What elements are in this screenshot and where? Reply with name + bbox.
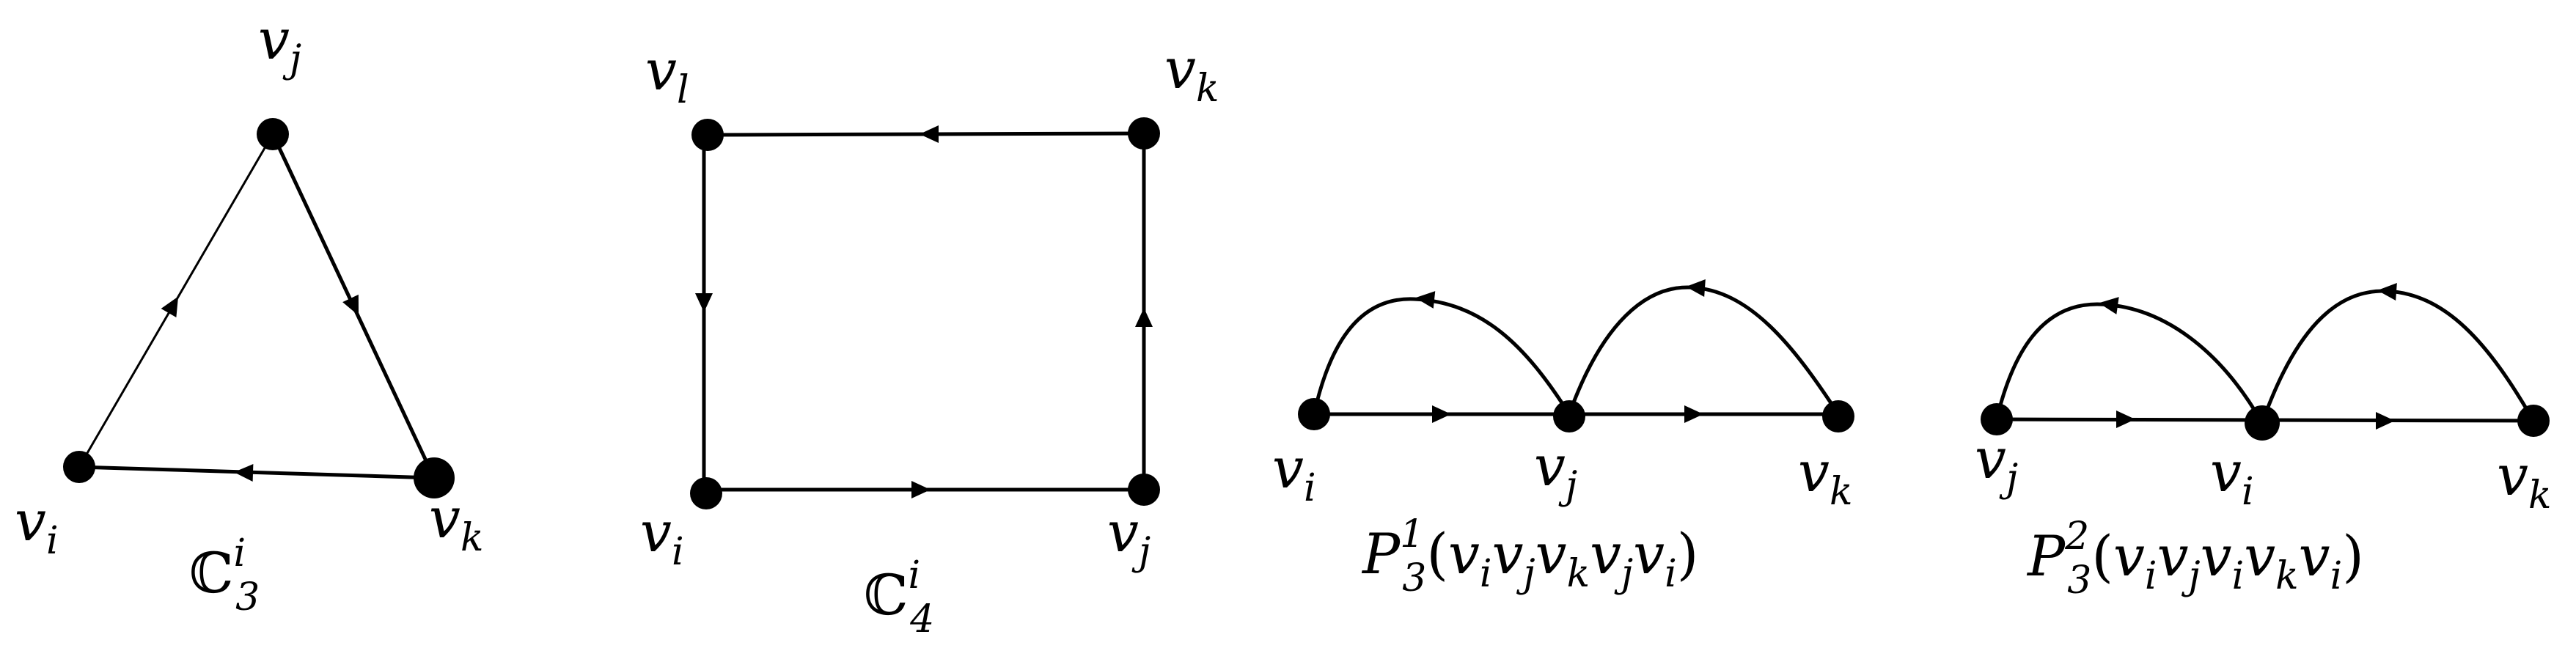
node-vk (1128, 117, 1160, 150)
node-vj (1128, 474, 1160, 506)
node-vj (1981, 403, 2013, 435)
label-vj: vj (1975, 426, 2018, 501)
node-vi (63, 451, 95, 483)
node-vl (691, 119, 724, 151)
label-vj: vj (1534, 433, 1577, 508)
arrow-head (2099, 297, 2119, 314)
label-vk: vk (1164, 36, 1219, 111)
label-vj: vj (1107, 499, 1151, 574)
edge-arc-vk-vi (2260, 289, 2536, 424)
node-vi (1298, 398, 1330, 430)
label-vi: vi (1272, 435, 1316, 510)
label-vi: vi (640, 499, 684, 574)
arrow-head (1684, 405, 1703, 423)
arrow-head (911, 481, 931, 498)
edge-arc-vi-vj (1995, 302, 2264, 424)
node-vj (257, 118, 289, 150)
label-vk: vk (1798, 439, 1852, 514)
node-vi (690, 477, 722, 509)
edge-arc-vj-vi (1312, 297, 1571, 416)
edge-vk-vi (78, 465, 435, 480)
node-vk (2517, 405, 2550, 437)
arrow-head (2376, 412, 2395, 430)
node-vk (414, 457, 455, 498)
arrow-head (161, 296, 179, 318)
label-vj: vj (258, 7, 301, 81)
arrow-head (2377, 283, 2397, 301)
edge-arc-vk-vj (1567, 285, 1841, 416)
arrow-head (1135, 308, 1153, 327)
arrow-head (342, 294, 359, 316)
arrow-head (2116, 410, 2135, 428)
label-vi: vi (15, 488, 59, 563)
arrow-head (695, 293, 713, 312)
label-vk: vk (2497, 443, 2551, 518)
arrow-head (1415, 291, 1436, 309)
node-vj (1553, 400, 1585, 432)
arrow-head (1432, 405, 1451, 423)
node-vk (1822, 400, 1854, 432)
arrow-head (234, 464, 254, 482)
label-vl: vl (645, 37, 689, 112)
arrow-head (920, 125, 939, 143)
label-vi: vi (2210, 439, 2254, 514)
label-vk: vk (429, 485, 483, 560)
node-vi (2245, 405, 2280, 441)
arrow-head (1686, 279, 1706, 297)
